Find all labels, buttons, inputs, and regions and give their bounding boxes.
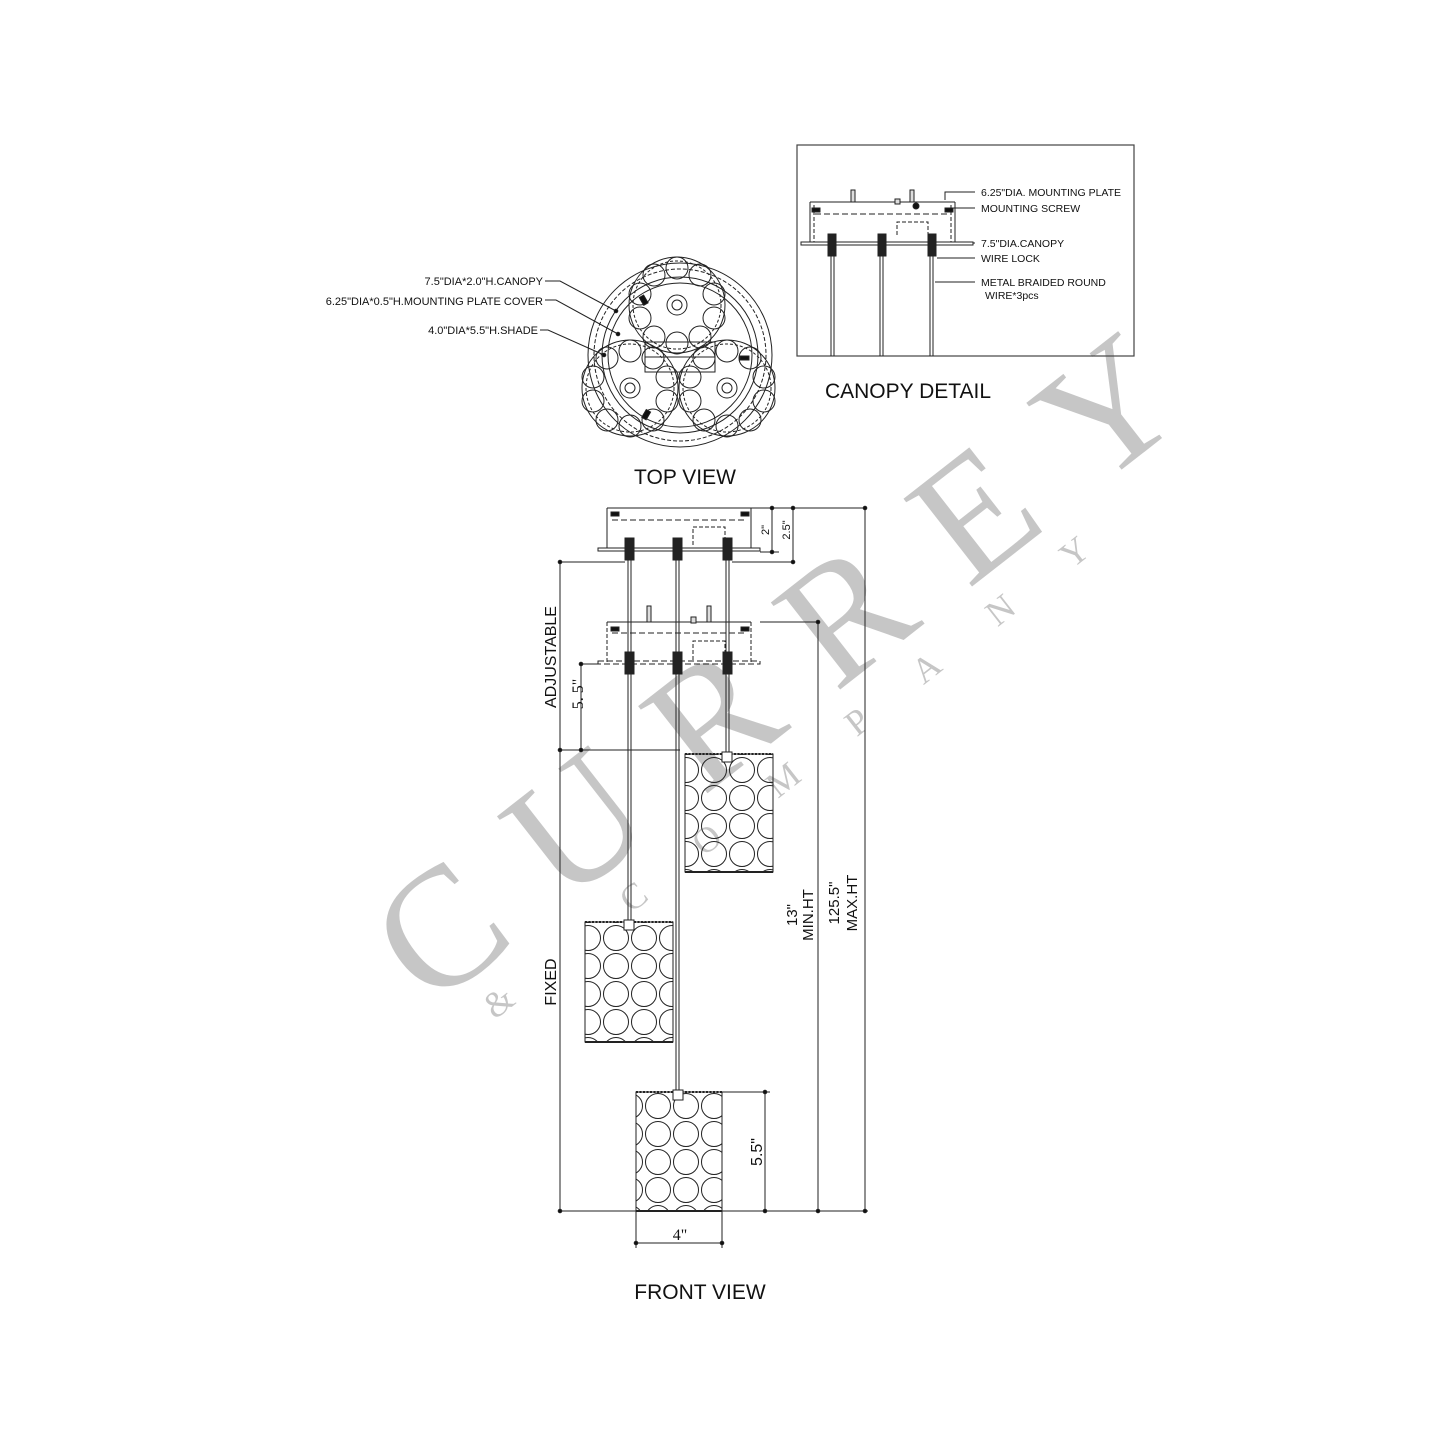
leader-shade (540, 329, 605, 356)
dim-canopy-height: 2" (760, 525, 772, 535)
callout-wire-lock: WIRE LOCK (981, 253, 1040, 265)
canopy-detail-title: CANOPY DETAIL (825, 380, 991, 403)
callout-mounting-plate: 6.25"DIA. MOUNTING PLATE (981, 187, 1121, 199)
dim-min-ht-value: 13" (784, 904, 801, 926)
dim-canopy-total: 2.5" (781, 520, 793, 539)
label-adjustable: ADJUSTABLE (543, 606, 560, 708)
shade-left (584, 919, 674, 1043)
leader-plate-cover (545, 299, 619, 335)
canopy-upper (597, 507, 761, 561)
dimension-lines (557, 505, 868, 1248)
callout-metal-wire: METAL BRAIDED ROUND (981, 277, 1106, 289)
top-view-drawing (540, 256, 776, 448)
callout-wire-count: WIRE*3pcs (985, 290, 1039, 302)
dim-max-ht-value: 125.5" (826, 882, 843, 925)
dim-adjustable-gap: 5. 5" (570, 679, 587, 710)
shade-right (684, 751, 774, 873)
dim-max-ht-label: MAX.HT (844, 875, 861, 932)
canopy-detail-frame (796, 144, 1135, 357)
callout-mounting-screw: MOUNTING SCREW (981, 203, 1080, 215)
front-view-title: FRONT VIEW (634, 1281, 766, 1304)
shade-cluster-top (628, 256, 726, 355)
dim-shade-height: 5.5" (749, 1138, 766, 1166)
leader-canopy (545, 280, 617, 312)
dim-shade-width: 4" (673, 1227, 688, 1244)
callout-shade: 4.0"DIA*5.5"H.SHADE (428, 325, 538, 337)
canopy-detail-drawing (800, 189, 975, 356)
callout-canopy: 7.5"DIA*2.0"H.CANOPY (425, 276, 544, 288)
front-view-drawing (557, 505, 868, 1248)
top-view-title: TOP VIEW (634, 466, 736, 489)
callout-canopy-detail: 7.5"DIA.CANOPY (981, 238, 1064, 250)
shade-cluster-right (678, 339, 776, 438)
label-fixed: FIXED (543, 958, 560, 1005)
shade-cluster-left (581, 339, 679, 438)
shade-bottom (635, 1089, 723, 1212)
callout-mounting-plate-cover: 6.25"DIA*0.5"H.MOUNTING PLATE COVER (326, 296, 543, 308)
dim-min-ht-label: MIN.HT (800, 889, 817, 941)
